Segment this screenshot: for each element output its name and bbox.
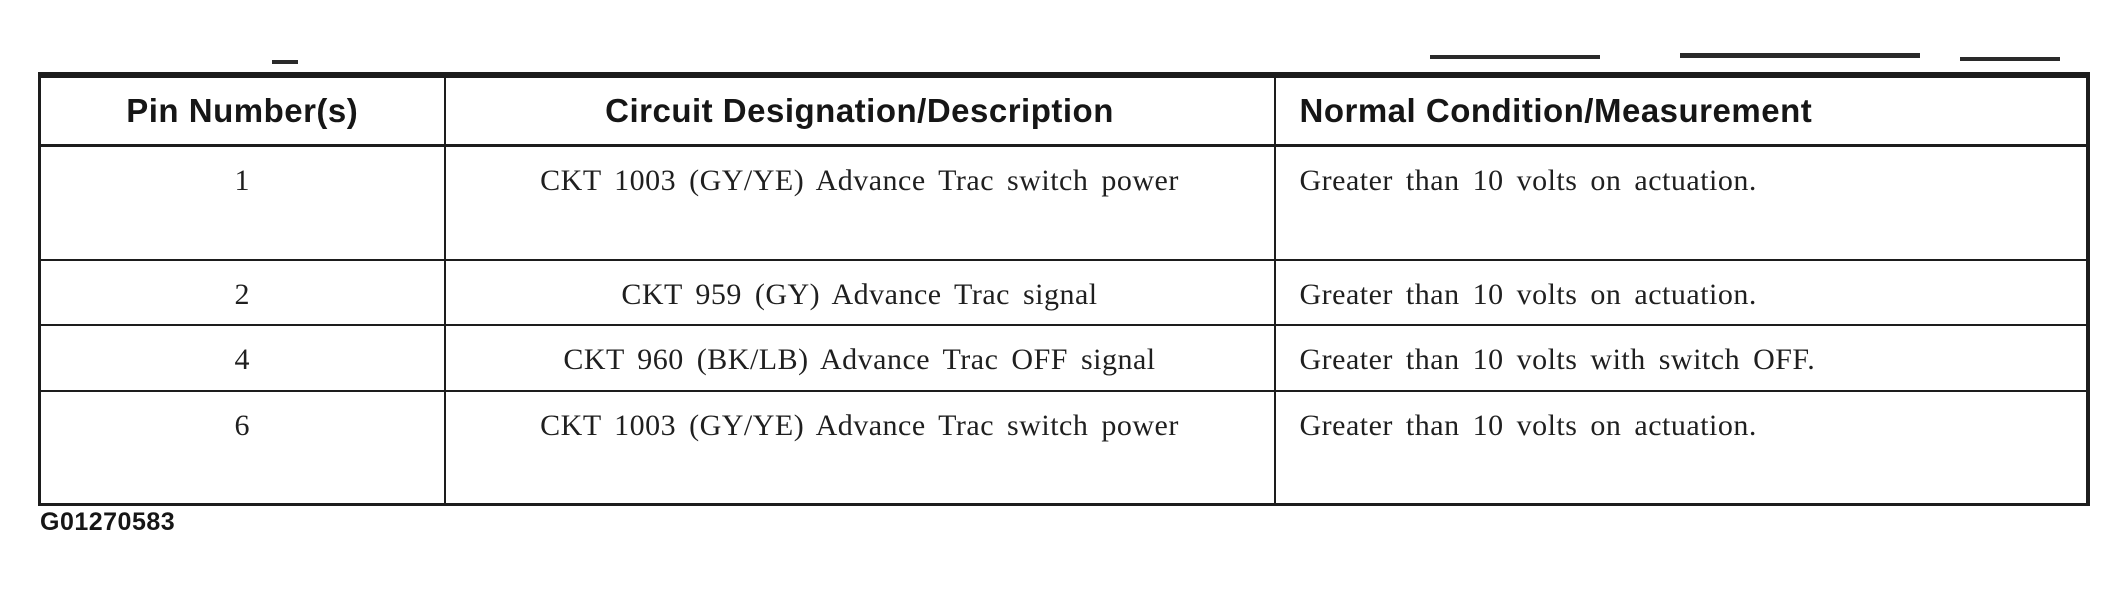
scan-artifact xyxy=(272,60,298,64)
pin-cell: 1 xyxy=(38,144,446,261)
pin-cell: 4 xyxy=(38,323,446,392)
column-header-normal-condition: Normal Condition/Measurement xyxy=(1273,74,2089,147)
pin-cell: 6 xyxy=(38,389,446,506)
table-row-pin-2: 2 CKT 959 (GY) Advance Trac signal Great… xyxy=(38,258,2089,326)
condition-cell: Greater than 10 volts with switch OFF. xyxy=(1273,323,2089,392)
column-header-circuit-designation: Circuit Designation/Description xyxy=(443,74,1276,147)
scan-artifact xyxy=(1430,55,1600,59)
table-row-pin-4: 4 CKT 960 (BK/LB) Advance Trac OFF signa… xyxy=(38,323,2089,392)
condition-cell: Greater than 10 volts on actuation. xyxy=(1273,258,2089,326)
condition-cell: Greater than 10 volts on actuation. xyxy=(1273,144,2089,261)
pin-assignment-table: Pin Number(s) Circuit Designation/Descri… xyxy=(38,72,2090,506)
figure-id-label: G01270583 xyxy=(40,508,176,536)
column-header-pin-numbers: Pin Number(s) xyxy=(38,74,446,147)
circuit-cell: CKT 960 (BK/LB) Advance Trac OFF signal xyxy=(443,323,1276,392)
scan-artifact xyxy=(1680,53,1920,58)
circuit-text: CKT 960 (BK/LB) Advance Trac OFF signal xyxy=(563,342,1156,376)
table-row-pin-6: 6 CKT 1003 (GY/YE) Advance Trac switch p… xyxy=(38,389,2089,506)
circuit-text: CKT 959 (GY) Advance Trac signal xyxy=(621,277,1098,311)
condition-cell: Greater than 10 volts on actuation. xyxy=(1273,389,2089,506)
circuit-text: CKT 1003 (GY/YE) Advance Trac switch pow… xyxy=(540,408,1179,442)
table-row-pin-1: 1 CKT 1003 (GY/YE) Advance Trac switch p… xyxy=(38,144,2089,261)
circuit-text: CKT 1003 (GY/YE) Advance Trac switch pow… xyxy=(540,164,1179,197)
circuit-cell: CKT 1003 (GY/YE) Advance Trac switch pow… xyxy=(443,144,1276,261)
header-row: Pin Number(s) Circuit Designation/Descri… xyxy=(38,74,2089,147)
circuit-cell: CKT 959 (GY) Advance Trac signal xyxy=(443,258,1276,326)
circuit-cell: CKT 1003 (GY/YE) Advance Trac switch pow… xyxy=(443,389,1276,506)
scan-artifact xyxy=(1960,57,2060,61)
pin-cell: 2 xyxy=(38,258,446,326)
